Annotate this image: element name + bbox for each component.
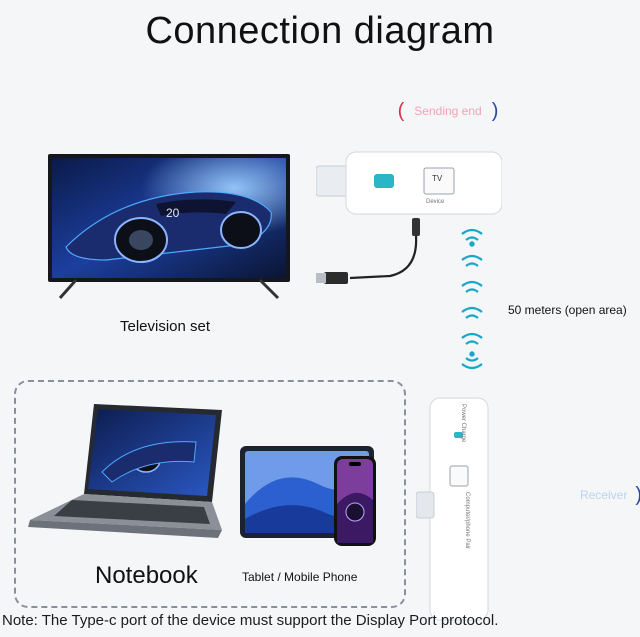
sending-end-label: Sending end [414, 104, 482, 118]
receiver-dongle: Power Charge Computer/phone Pair [416, 397, 489, 621]
sending-end-tag: ( Sending end ) [392, 98, 504, 124]
page-title: Connection diagram [145, 10, 495, 52]
transmitter-dongle: TV Device [316, 151, 502, 215]
phone-illustration [334, 456, 376, 546]
tx-sub-text: Device [426, 199, 445, 205]
tv-screen-badge: 20 [166, 206, 180, 220]
range-label: 50 meters (open area) [508, 303, 627, 317]
bracket-right-icon: ) [635, 484, 640, 507]
bracket-left-icon: ( [397, 99, 405, 122]
usb-cable [316, 218, 420, 284]
footnote: Note: The Type-c port of the device must… [2, 612, 499, 629]
tx-tv-button: TV [432, 174, 443, 183]
rx-side-text: Computer/phone Pair [464, 492, 470, 549]
tablet-phone-label: Tablet / Mobile Phone [242, 570, 358, 584]
receiver-tag: Receiver ) [530, 482, 640, 508]
wireless-waves-icon [461, 228, 483, 370]
devices-group-box [14, 380, 406, 608]
notebook-label: Notebook [95, 562, 198, 589]
receiver-label: Receiver [579, 488, 628, 502]
television-illustration: 20 [48, 154, 290, 300]
laptop-illustration [28, 404, 222, 538]
rx-top-text: Power Charge [460, 404, 466, 443]
bracket-right-icon: ) [491, 99, 499, 122]
television-label: Television set [120, 318, 211, 335]
